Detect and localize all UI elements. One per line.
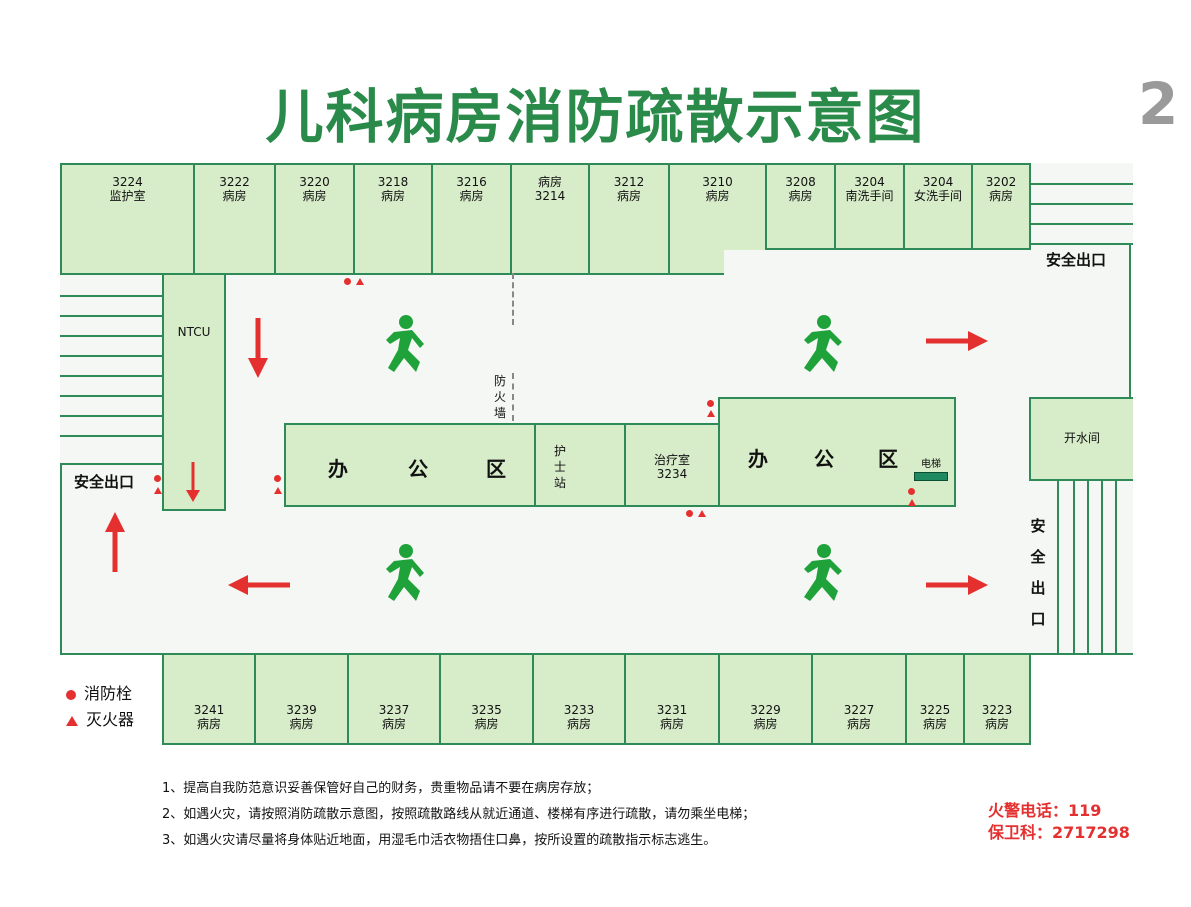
legend-hydrant: 消防栓 [66,680,132,704]
exit-right: 安全出口 [1030,517,1046,628]
stairs-top-right [1029,163,1133,245]
fire-phone: 火警电话：119 [988,801,1102,820]
hydrant-marker-5 [707,400,714,407]
extinguisher-marker-6 [908,499,916,506]
extinguisher-marker-4 [698,510,706,517]
hydrant-marker-2 [154,475,161,482]
office-right-char-1: 办 [748,447,770,471]
hydrant-icon [66,689,76,700]
firewall-line-bottom [512,373,514,421]
firewall-line-top [512,273,514,325]
extinguisher-marker-3 [274,487,282,494]
page-title: 儿科病房消防疏散示意图 [265,83,926,151]
note-2: 2、如遇火灾，请按照消防疏散示意图，按照疏散路线从就近通道、楼梯有序进行疏散，请… [162,807,756,822]
notes: 1、提高自我防范意识妥善保管好自己的财务，贵重物品请不要在病房存放； 2、如遇火… [162,776,755,854]
elevator-label: 电梯 [921,459,941,470]
arrow-right-icon [926,575,988,595]
extinguisher-marker-1 [356,278,364,285]
hydrant-marker-6 [908,488,915,495]
water-room: 开水间 [1029,397,1133,481]
office-left-char-2: 公 [408,457,430,481]
extinguisher-marker-2 [154,487,162,494]
corridor-top [724,250,1029,280]
legend-extinguisher: 灭火器 [66,706,134,730]
running-person-icon [386,544,424,601]
office-right [718,397,956,507]
elevator-icon [914,472,948,481]
office-left-char-3: 区 [486,457,508,481]
room-ntcu: NTCU [162,273,226,511]
firewall-label: 防火墙 [493,374,506,420]
arrow-up-icon [105,512,125,572]
running-person-icon [804,315,842,372]
note-3: 3、如遇火灾请尽量将身体贴近地面，用湿毛巾活衣物捂住口鼻，按所设置的疏散指示标志… [162,833,717,848]
stairs-left [60,273,164,465]
hydrant-marker-4 [686,510,693,517]
note-1: 1、提高自我防范意识妥善保管好自己的财务，贵重物品请不要在病房存放； [162,781,600,796]
nurse-station-label: 护士站 [553,444,566,490]
hydrant-marker-1 [344,278,351,285]
running-person-icon [386,315,424,372]
exit-top-right: 安全出口 [1046,251,1107,269]
office-right-char-3: 区 [878,447,900,471]
stairs-right [1057,479,1133,655]
running-person-icon [804,544,842,601]
arrow-down-icon [248,318,268,378]
arrow-left-icon [228,575,290,595]
office-left-char-1: 办 [328,457,350,481]
arrow-right-icon [926,331,988,351]
office-right-char-2: 公 [814,447,836,471]
arrow-down-icon [186,462,200,502]
extinguisher-icon [66,715,78,726]
nurse-station [534,423,626,507]
extinguisher-marker-5 [707,410,715,417]
exit-left: 安全出口 [74,473,135,491]
phone-info: 火警电话：119 保卫科：2717298 [988,800,1130,844]
security-phone: 保卫科：2717298 [988,823,1130,842]
hydrant-marker-3 [274,475,281,482]
page-number: 2 [1138,70,1179,138]
